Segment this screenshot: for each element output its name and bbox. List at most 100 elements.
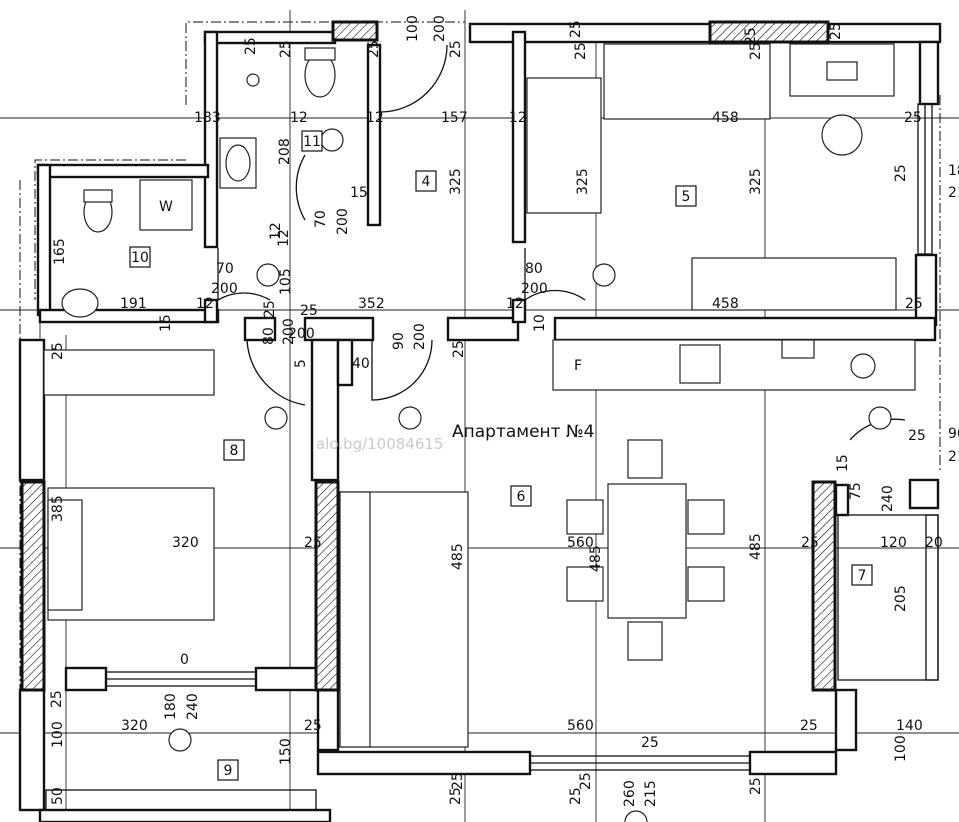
dimension-label: 200	[211, 281, 238, 297]
dimension-label: 12	[509, 110, 527, 126]
dimension-label: 325	[575, 168, 591, 195]
dimension-label: 25	[800, 718, 818, 734]
dimension-label: 80	[261, 327, 277, 345]
dimension-label: 20	[925, 535, 943, 551]
dimension-label: 200	[521, 281, 548, 297]
dimension-label: 320	[172, 535, 199, 551]
dimension-label: 21	[948, 185, 959, 201]
dimension-label: 200	[432, 15, 448, 42]
dimension-label: 240	[185, 693, 201, 720]
dimension-label: 18	[948, 163, 959, 179]
dimension-label: 485	[450, 543, 466, 570]
plan-title: Апартамент №4	[452, 422, 594, 442]
dimension-label: 50	[50, 787, 66, 805]
dimension-label: 180	[163, 693, 179, 720]
dimension-label: 150	[278, 738, 294, 765]
dimension-label: 70	[216, 261, 234, 277]
dimension-label: 75	[848, 482, 864, 500]
dimension-label: 25	[278, 40, 294, 58]
room-number-box	[415, 170, 437, 192]
dimension-label: 485	[748, 533, 764, 560]
dimension-label: 25	[893, 164, 909, 182]
dimension-label: 25	[50, 342, 66, 360]
dimension-label: 25	[262, 300, 278, 318]
dimension-label: 5	[293, 359, 309, 368]
dimension-label: 25	[448, 787, 464, 805]
dimension-label: 215	[643, 780, 659, 807]
dimension-label: 485	[588, 545, 604, 572]
fridge-label: F	[574, 358, 582, 374]
grid-lines	[0, 10, 959, 822]
dimension-label: 10	[532, 314, 548, 332]
dimension-label: 105	[278, 268, 294, 295]
dimension-label: 25	[908, 428, 926, 444]
dimension-label: 325	[448, 168, 464, 195]
room-number: 5	[682, 189, 691, 205]
dimension-label: 200	[335, 208, 351, 235]
room-number-box	[851, 564, 873, 586]
dimension-label: 25	[904, 110, 922, 126]
dimension-label: 25	[573, 42, 589, 60]
room-number: 7	[858, 568, 867, 584]
dimension-label: 90	[391, 332, 407, 350]
dimension-label: 15	[350, 185, 368, 201]
dimension-label: 205	[893, 585, 909, 612]
dimension-label: 80	[525, 261, 543, 277]
dimension-label: 385	[50, 495, 66, 522]
dimension-label: 191	[120, 296, 147, 312]
dimension-label: 25	[578, 772, 594, 790]
room-number: 8	[230, 443, 239, 459]
dimension-label: 25	[568, 20, 584, 38]
dimension-label: 100	[50, 721, 66, 748]
dimension-label: 25	[304, 718, 322, 734]
room-number: 11	[303, 134, 321, 150]
text-labels: Апартамент №4 alo.bg/10084615 W F	[159, 199, 594, 453]
dimension-label: 25	[828, 22, 844, 40]
dimension-label: 560	[567, 718, 594, 734]
dimension-label: 200	[412, 323, 428, 350]
dimension-label: 183	[194, 110, 221, 126]
dimension-label: 25	[905, 296, 923, 312]
dimension-label: 25	[300, 303, 318, 319]
dimension-label: 15	[158, 314, 174, 332]
room-number: 6	[517, 489, 526, 505]
dimension-label: 260	[622, 780, 638, 807]
dimension-label: 70	[313, 210, 329, 228]
dimension-label: 208	[277, 138, 293, 165]
dimension-label: 12	[276, 229, 292, 247]
dimension-label: 200	[288, 326, 315, 342]
dimension-label: 560	[567, 535, 594, 551]
room-number-box	[675, 185, 697, 207]
dimension-label: 25	[641, 735, 659, 751]
dimension-label: 320	[121, 718, 148, 734]
room-number: 10	[131, 250, 149, 266]
dimension-label: 120	[880, 535, 907, 551]
dimension-label: 458	[712, 110, 739, 126]
dimension-label: 157	[441, 110, 468, 126]
dimension-label: 240	[880, 485, 896, 512]
columns	[20, 20, 837, 692]
room-number: 4	[422, 174, 431, 190]
dimension-label: 25	[743, 27, 759, 45]
dimension-label: 25	[304, 535, 322, 551]
dimension-label: 25	[448, 40, 464, 58]
dimension-label: 25	[801, 535, 819, 551]
dimension-label: 12	[290, 110, 308, 126]
dimension-label: 25	[49, 690, 65, 708]
dimension-label: 325	[748, 168, 764, 195]
washer-label: W	[159, 199, 173, 215]
dimension-label: 165	[52, 238, 68, 265]
dimension-label: 96	[948, 426, 959, 442]
room-number-box	[223, 439, 245, 461]
dimension-label: 100	[405, 15, 421, 42]
room-number-box	[129, 246, 151, 268]
dimension-label: 140	[896, 718, 923, 734]
room-number-box	[217, 759, 239, 781]
dimension-label: 15	[835, 454, 851, 472]
dimension-label: 352	[358, 296, 385, 312]
furniture	[43, 43, 916, 822]
dimension-label: 458	[712, 296, 739, 312]
